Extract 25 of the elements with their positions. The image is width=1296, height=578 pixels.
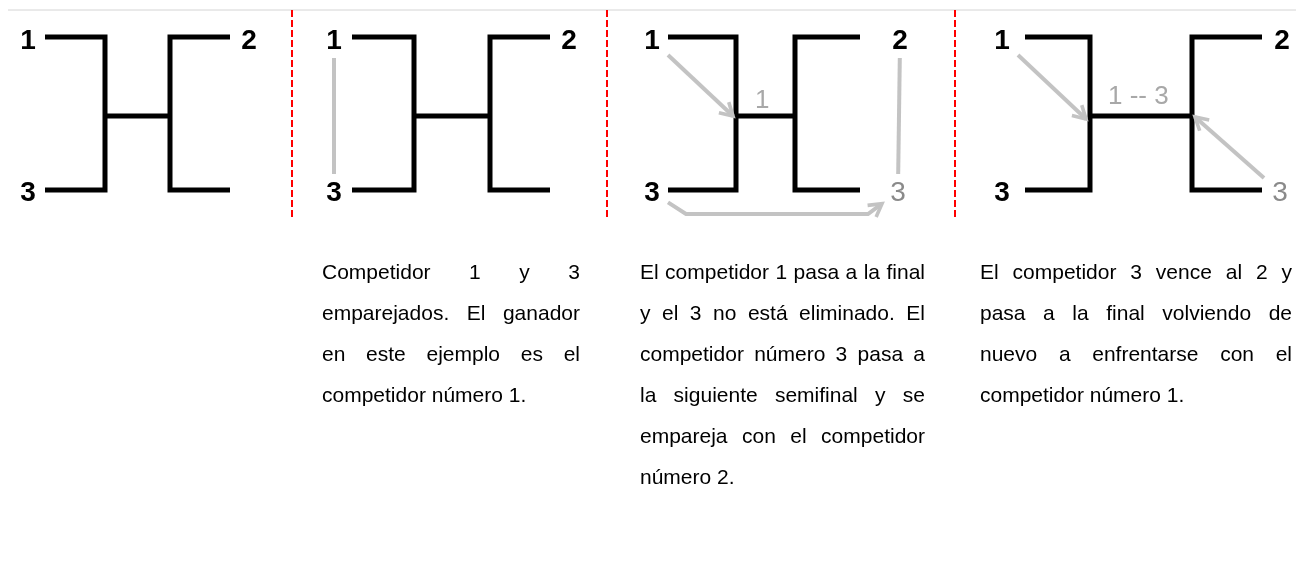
seed-number: 1 (990, 26, 1014, 54)
connector-line (332, 58, 336, 174)
match-label: 1 (755, 86, 771, 112)
seed-number: 2 (237, 26, 261, 54)
seed-number: 3 (16, 178, 40, 206)
seed-number: 2 (888, 26, 912, 54)
seed-number: 3 (990, 178, 1014, 206)
seed-number: 3 (1268, 178, 1292, 206)
seed-number: 3 (640, 178, 664, 206)
connector-line (896, 57, 902, 175)
seed-number: 1 (322, 26, 346, 54)
description-text: El competidor 1 pasa a la final y el 3 no está eliminado. El competidor número 3 pasa a la siguiente semifinal y se empareja con el competidor número 2. (640, 259, 925, 490)
arrow (666, 200, 884, 219)
seed-number: 1 (640, 26, 664, 54)
seed-number: 2 (557, 26, 581, 54)
seed-number: 3 (322, 178, 346, 206)
seed-number: 2 (1270, 26, 1294, 54)
match-label: 1 -- 3 (1108, 82, 1170, 108)
arrow (666, 53, 735, 118)
description-text: Competidor 1 y 3 emparejados. El ganador en este ejemplo es el competidor número 1. (322, 259, 580, 408)
arrow (1193, 115, 1266, 180)
description-text: El competidor 3 vence al 2 y pasa a la final volviendo de nuevo a enfrentarse con el competidor número 1. (980, 259, 1292, 408)
seed-number: 3 (886, 178, 910, 206)
seed-number: 1 (16, 26, 40, 54)
arrow (1016, 53, 1088, 121)
